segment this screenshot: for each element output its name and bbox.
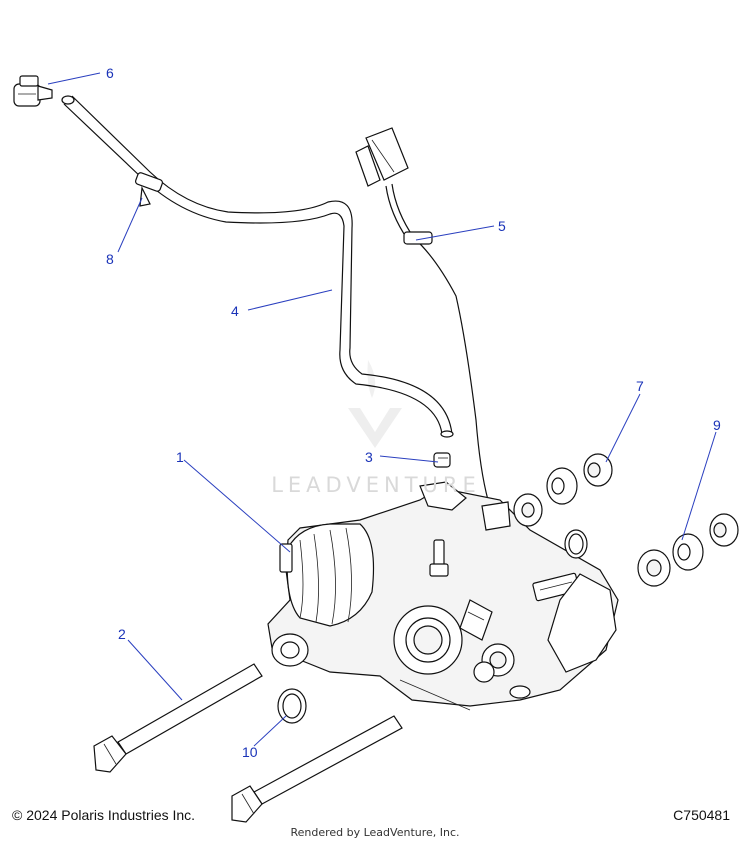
callout-10: 10	[242, 744, 258, 760]
leader-2	[127, 639, 183, 701]
leader-1	[183, 459, 291, 553]
bolt-upper-part	[93, 663, 263, 773]
callout-4: 4	[231, 303, 239, 319]
callout-8: 8	[106, 251, 114, 267]
leader-9	[681, 431, 717, 541]
leader-6	[47, 72, 101, 85]
callout-5: 5	[498, 218, 506, 234]
callout-6: 6	[106, 65, 114, 81]
watermark-text: LEADVENTURE	[271, 473, 481, 497]
vent-hose-part	[61, 95, 454, 438]
elbow-fitting-part	[13, 75, 53, 107]
hose-clamp-part	[134, 172, 164, 207]
callout-3: 3	[365, 449, 373, 465]
o-ring-part	[277, 688, 307, 724]
leader-10	[253, 715, 287, 747]
wire-harness-part	[355, 127, 489, 501]
copyright-text: © 2024 Polaris Industries Inc.	[12, 807, 196, 823]
leader-3	[379, 455, 439, 463]
callout-1: 1	[176, 449, 184, 465]
leader-4	[247, 289, 333, 311]
bushing-set-right-part	[637, 513, 739, 587]
plug-part	[433, 452, 451, 468]
callout-9: 9	[713, 417, 721, 433]
watermark-logo-icon	[348, 360, 402, 448]
leader-8	[117, 197, 143, 253]
leader-5	[415, 225, 495, 241]
diagram-code: C750481	[673, 807, 730, 823]
gearcase-assembly-part	[267, 481, 619, 711]
rendered-by-text: Rendered by LeadVenture, Inc.	[290, 826, 460, 839]
leader-7	[605, 393, 641, 463]
bolt-lower-part	[231, 715, 403, 823]
callout-2: 2	[118, 626, 126, 642]
bushing-set-part	[513, 453, 613, 559]
callout-7: 7	[636, 378, 644, 394]
